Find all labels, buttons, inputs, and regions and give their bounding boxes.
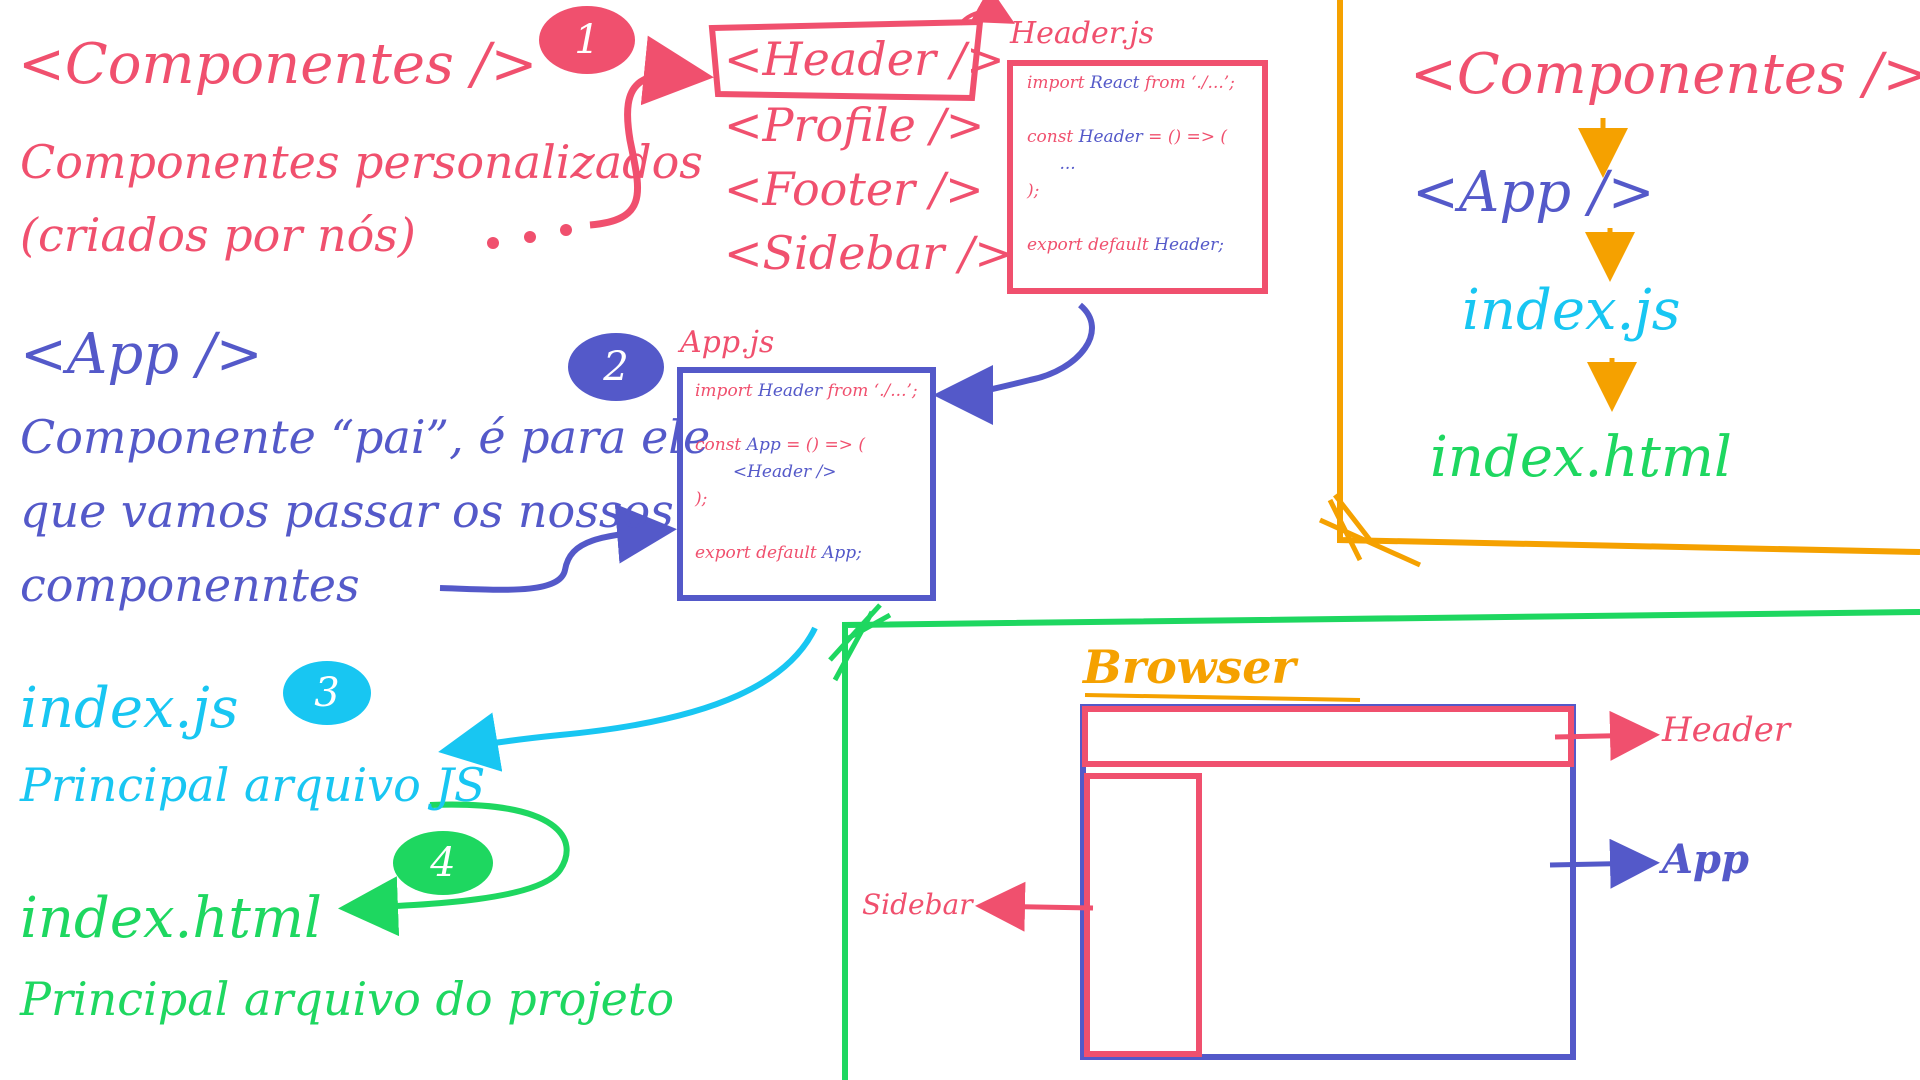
app-desc-3: componenntes	[20, 558, 360, 612]
indexjs-title: index.js	[20, 676, 239, 741]
componentes-desc-1: Componentes personalizados	[20, 135, 703, 189]
componentes-title: <Componentes />	[18, 32, 538, 97]
dot-3	[560, 224, 572, 236]
header-code-react: React	[1090, 73, 1145, 93]
browser-sidebar-label: Sidebar	[862, 888, 973, 921]
app-code-from: from	[827, 381, 874, 401]
orange-frame-line	[1337, 0, 1920, 555]
header-code-export-name: Header;	[1154, 235, 1224, 255]
header-code-name: Header	[1078, 127, 1149, 147]
dot-1	[487, 237, 499, 249]
badge-2-shape	[568, 333, 664, 401]
header-highlight-box	[708, 18, 984, 102]
indexjs-desc: Principal arquivo JS	[20, 758, 486, 812]
arrow-highlight-to-headerjs	[958, 0, 1015, 26]
dot-2	[524, 231, 536, 243]
header-code-from: from	[1144, 73, 1191, 93]
badge-1: 1	[574, 17, 600, 63]
badge-4: 4	[430, 840, 456, 886]
browser-title: Browser	[1083, 640, 1296, 694]
header-file-name: Header.js	[1010, 16, 1155, 51]
orange-frame-scribble	[1318, 493, 1422, 568]
component-sidebar: <Sidebar />	[724, 226, 1013, 280]
browser-header-region	[1082, 706, 1574, 767]
badge-2: 2	[603, 344, 629, 390]
browser-header-label: Header	[1662, 710, 1791, 750]
app-file-name: App.js	[680, 325, 775, 360]
arrow-indexjs-to-indexhtml	[338, 801, 570, 937]
header-code-export: export default	[1027, 235, 1155, 255]
arrow-appjs-to-indexjs	[438, 626, 818, 772]
app-code-close: );	[695, 489, 708, 509]
header-code-const: const	[1027, 127, 1079, 147]
app-file-box	[677, 367, 936, 601]
component-profile: <Profile />	[724, 98, 985, 152]
app-code-export-name: App;	[822, 543, 862, 563]
browser-app-label: App	[1662, 836, 1749, 883]
indexhtml-desc: Principal arquivo do projeto	[20, 972, 675, 1026]
app-code-path: ‘./...’;	[873, 381, 918, 401]
badge-4-shape	[393, 831, 493, 895]
app-code-arrow: = () => (	[786, 435, 865, 455]
app-code-header: Header	[758, 381, 828, 401]
browser-window	[1080, 704, 1576, 1060]
app-desc-2: que vamos passar os nossos	[20, 484, 674, 538]
green-frame-scribble	[828, 603, 892, 682]
arrow-headerjs-to-appjs	[933, 302, 1095, 425]
header-code-arrow: = () => (	[1148, 127, 1228, 147]
app-title: <App />	[20, 322, 263, 387]
header-code-import: import	[1027, 73, 1091, 93]
flow-indexhtml: index.html	[1430, 425, 1732, 490]
arrow-to-app-label	[1549, 838, 1660, 889]
indexhtml-title: index.html	[20, 886, 322, 951]
header-code-ellipsis: ...	[1059, 154, 1076, 174]
badge-3-shape	[283, 661, 371, 725]
componentes-desc-2: (criados por nós)	[20, 208, 416, 262]
app-file-code: import Header from ‘./...’; const App = …	[695, 378, 918, 567]
header-file-code: import React from ‘./...’; const Header …	[1027, 70, 1235, 259]
app-code-import: import	[695, 381, 759, 401]
app-code-const: const	[695, 435, 747, 455]
app-code-export: export default	[695, 543, 823, 563]
header-code-path: ‘./...’;	[1191, 73, 1235, 93]
component-header: <Header />	[724, 32, 1005, 86]
flow-app: <App />	[1412, 160, 1655, 225]
header-code-close: );	[1027, 181, 1040, 201]
badge-1-shape	[539, 6, 635, 74]
arrow-app-desc-to-appjs	[439, 503, 677, 593]
component-footer: <Footer />	[724, 162, 984, 216]
arrow-to-sidebar-label	[975, 881, 1094, 932]
app-code-header-tag: <Header />	[732, 462, 837, 482]
browser-sidebar-region	[1084, 773, 1202, 1057]
arrow-dots-to-header	[589, 35, 714, 229]
app-code-name: App	[746, 435, 787, 455]
flow-indexjs: index.js	[1462, 278, 1681, 343]
badge-3: 3	[314, 670, 340, 716]
flow-componentes: <Componentes />	[1410, 42, 1920, 107]
arrow-to-header-label	[1554, 710, 1660, 761]
green-frame-line	[842, 609, 1920, 1080]
header-file-box	[1007, 60, 1268, 294]
browser-title-underline	[1084, 693, 1361, 702]
app-desc-1: Componente “pai”, é para ele	[20, 410, 711, 464]
